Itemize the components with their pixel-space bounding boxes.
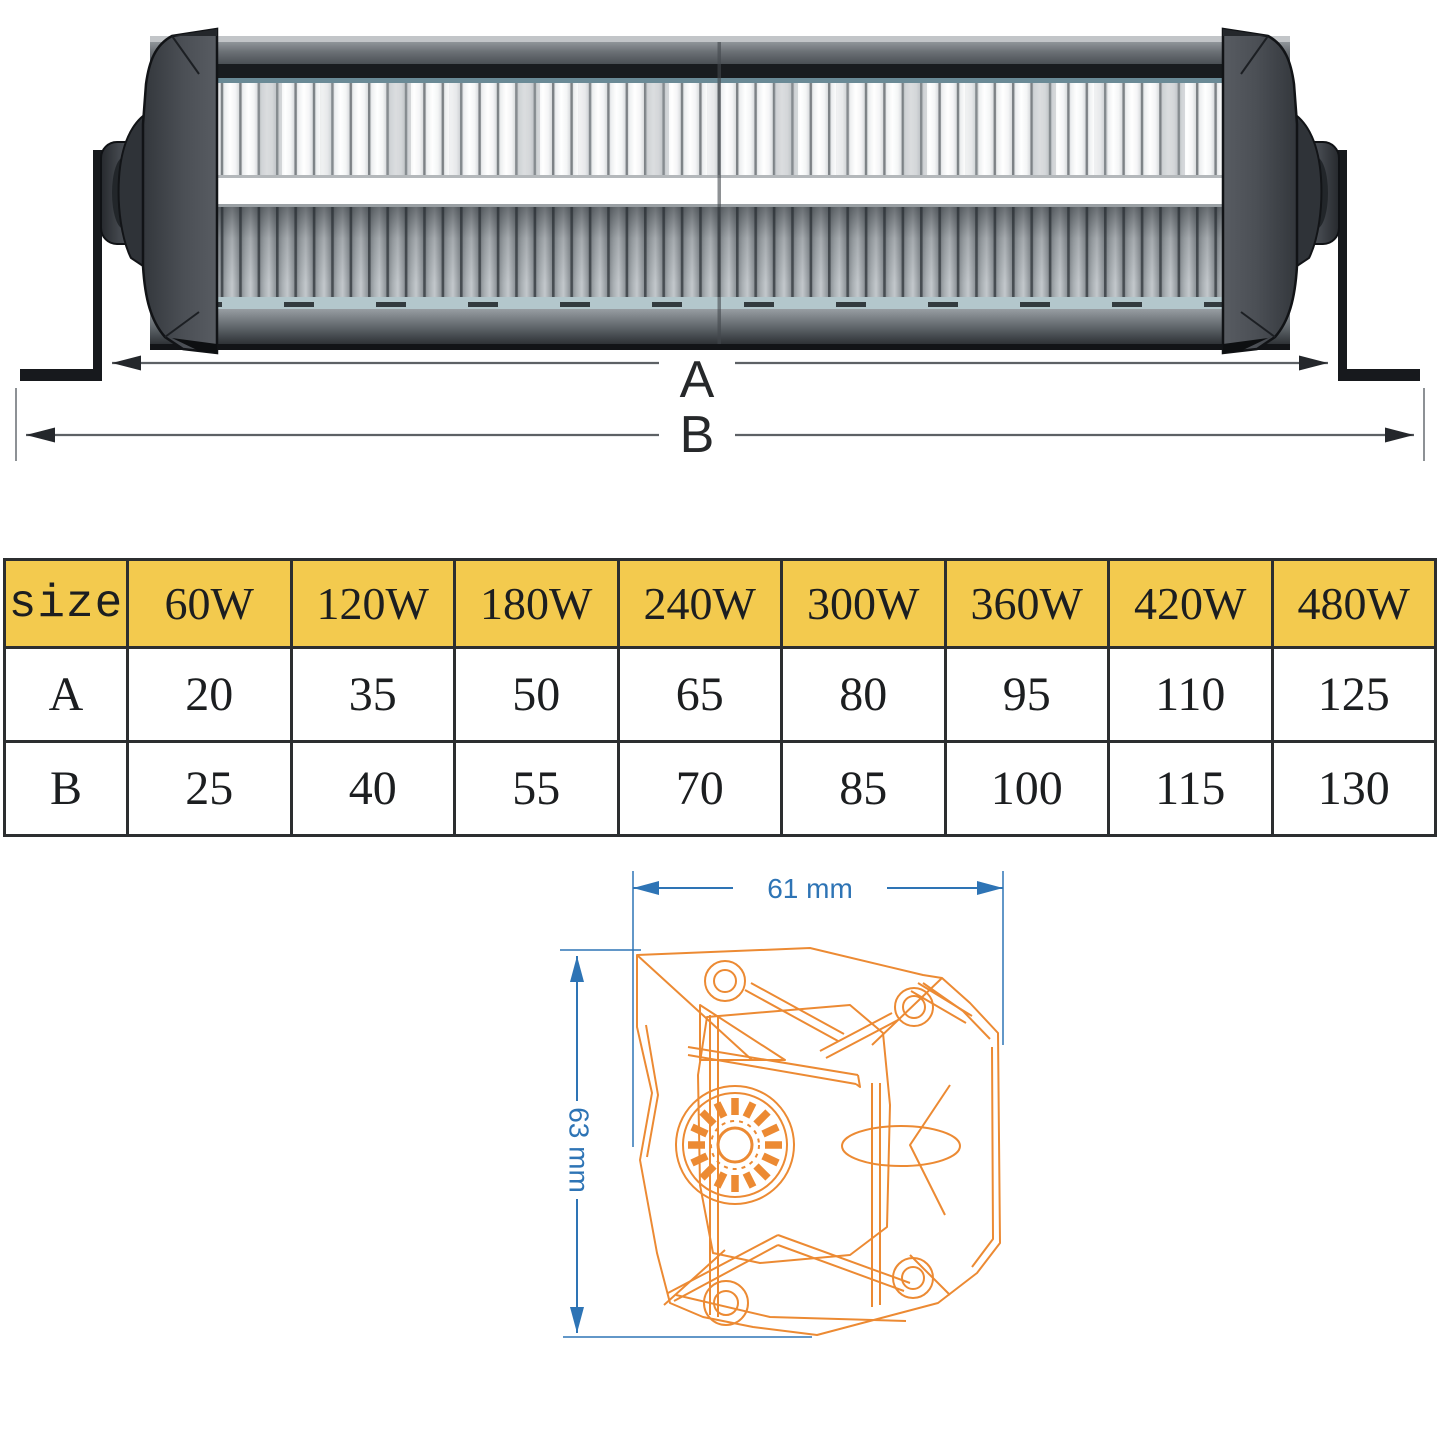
side-ellipse-detail [841, 1125, 961, 1167]
table-cell: 35 [289, 646, 456, 743]
arrowhead-up-icon [570, 956, 584, 982]
table-header-size: size [3, 558, 129, 649]
arrowhead-right-icon [1385, 427, 1414, 443]
bracket-dimensions: 61 mm 63 mm [560, 871, 1004, 1338]
arrowhead-left-icon [633, 881, 659, 895]
table-header-cell: 240W [616, 558, 783, 649]
end-cap-left [100, 27, 219, 355]
table-cell: 95 [943, 646, 1110, 743]
table-cell: 70 [616, 740, 783, 837]
table-cell: 130 [1270, 740, 1437, 837]
table-header-cell: 180W [453, 558, 620, 649]
table-header-cell: 480W [1270, 558, 1437, 649]
table-cell: 55 [453, 740, 620, 837]
mounting-bracket-right [1338, 150, 1420, 381]
dimension-b: B [15, 388, 1425, 464]
mounting-bracket-drawing: 61 mm 63 mm [560, 871, 1004, 1338]
table-header-cell: 360W [943, 558, 1110, 649]
arrowhead-down-icon [570, 1307, 584, 1333]
dimension-a: A [112, 351, 1328, 409]
knurled-knob [675, 1085, 795, 1205]
mounting-bracket-left [20, 150, 102, 381]
table-row-label: B [3, 740, 129, 837]
light-bar-housing [150, 36, 1290, 350]
table-cell: 100 [943, 740, 1110, 837]
bracket-width-label: 61 mm [767, 873, 853, 904]
table-cell: 80 [780, 646, 947, 743]
table-cell: 50 [453, 646, 620, 743]
table-row-label: A [3, 646, 129, 743]
end-cap-right [1221, 27, 1341, 355]
table-header-cell: 60W [126, 558, 293, 649]
table-cell: 115 [1107, 740, 1274, 837]
table-header-cell: 420W [1107, 558, 1274, 649]
table-cell: 65 [616, 646, 783, 743]
arrowhead-left-icon [26, 427, 55, 443]
table-cell: 110 [1107, 646, 1274, 743]
dimension-b-label: B [680, 406, 715, 464]
table-header-cell: 120W [289, 558, 456, 649]
table-header-cell: 300W [780, 558, 947, 649]
bolt-holes [703, 960, 934, 1326]
table-cell: 20 [126, 646, 293, 743]
arrowhead-left-icon [112, 355, 141, 371]
led-light-bar-diagram: A B [15, 27, 1425, 464]
arrowhead-right-icon [1299, 355, 1328, 371]
module-seam [717, 42, 721, 344]
bracket-height-label: 63 mm [564, 1107, 595, 1193]
table-cell: 25 [126, 740, 293, 837]
bracket-wireframe [636, 947, 1001, 1336]
table-cell: 85 [780, 740, 947, 837]
table-cell: 40 [289, 740, 456, 837]
dimension-a-label: A [680, 351, 715, 409]
arrowhead-right-icon [977, 881, 1003, 895]
table-cell: 125 [1270, 646, 1437, 743]
